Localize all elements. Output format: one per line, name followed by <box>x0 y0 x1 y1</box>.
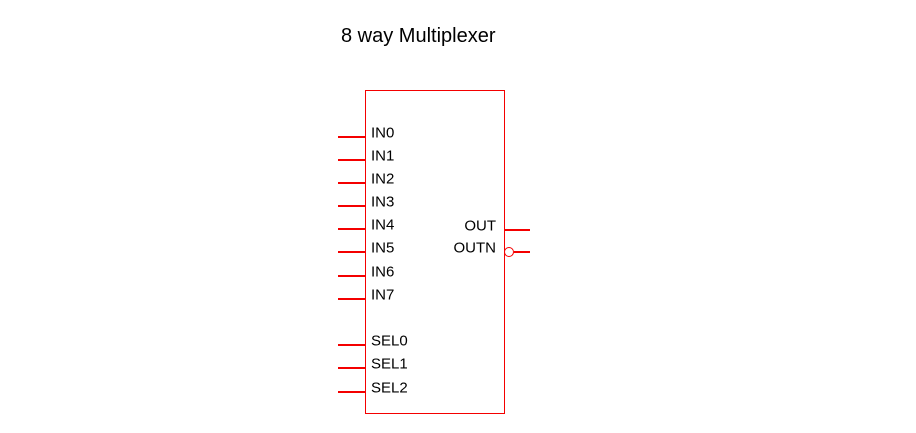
pin-outn-wire <box>514 251 530 253</box>
pin-out-wire <box>505 229 530 231</box>
pin-sel1-label: SEL1 <box>371 355 408 373</box>
pin-in3-wire <box>338 205 365 207</box>
pin-outn-label: OUTN <box>453 239 497 257</box>
pin-in3-label: IN3 <box>371 193 395 211</box>
pin-in4-wire <box>338 228 365 230</box>
pin-sel2-wire <box>338 391 365 393</box>
pin-in7-label: IN7 <box>371 286 395 304</box>
pin-in7-wire <box>338 298 365 300</box>
pin-sel1-wire <box>338 367 365 369</box>
pin-in1-label: IN1 <box>371 147 395 165</box>
pin-in6-label: IN6 <box>371 263 395 281</box>
pin-sel0-label: SEL0 <box>371 332 408 350</box>
pin-in4-label: IN4 <box>371 216 395 234</box>
pin-in5-wire <box>338 251 365 253</box>
pin-in0-wire <box>338 136 365 138</box>
pin-in0-label: IN0 <box>371 124 395 142</box>
pin-in1-wire <box>338 159 365 161</box>
inversion-bubble-icon <box>504 247 514 257</box>
pin-out-label: OUT <box>464 217 496 235</box>
pin-in2-label: IN2 <box>371 170 395 188</box>
pin-sel2-label: SEL2 <box>371 379 408 397</box>
schematic-title: 8 way Multiplexer <box>341 25 496 47</box>
pin-sel0-wire <box>338 344 365 346</box>
pin-in6-wire <box>338 275 365 277</box>
pin-in2-wire <box>338 182 365 184</box>
pin-in5-label: IN5 <box>371 239 395 257</box>
